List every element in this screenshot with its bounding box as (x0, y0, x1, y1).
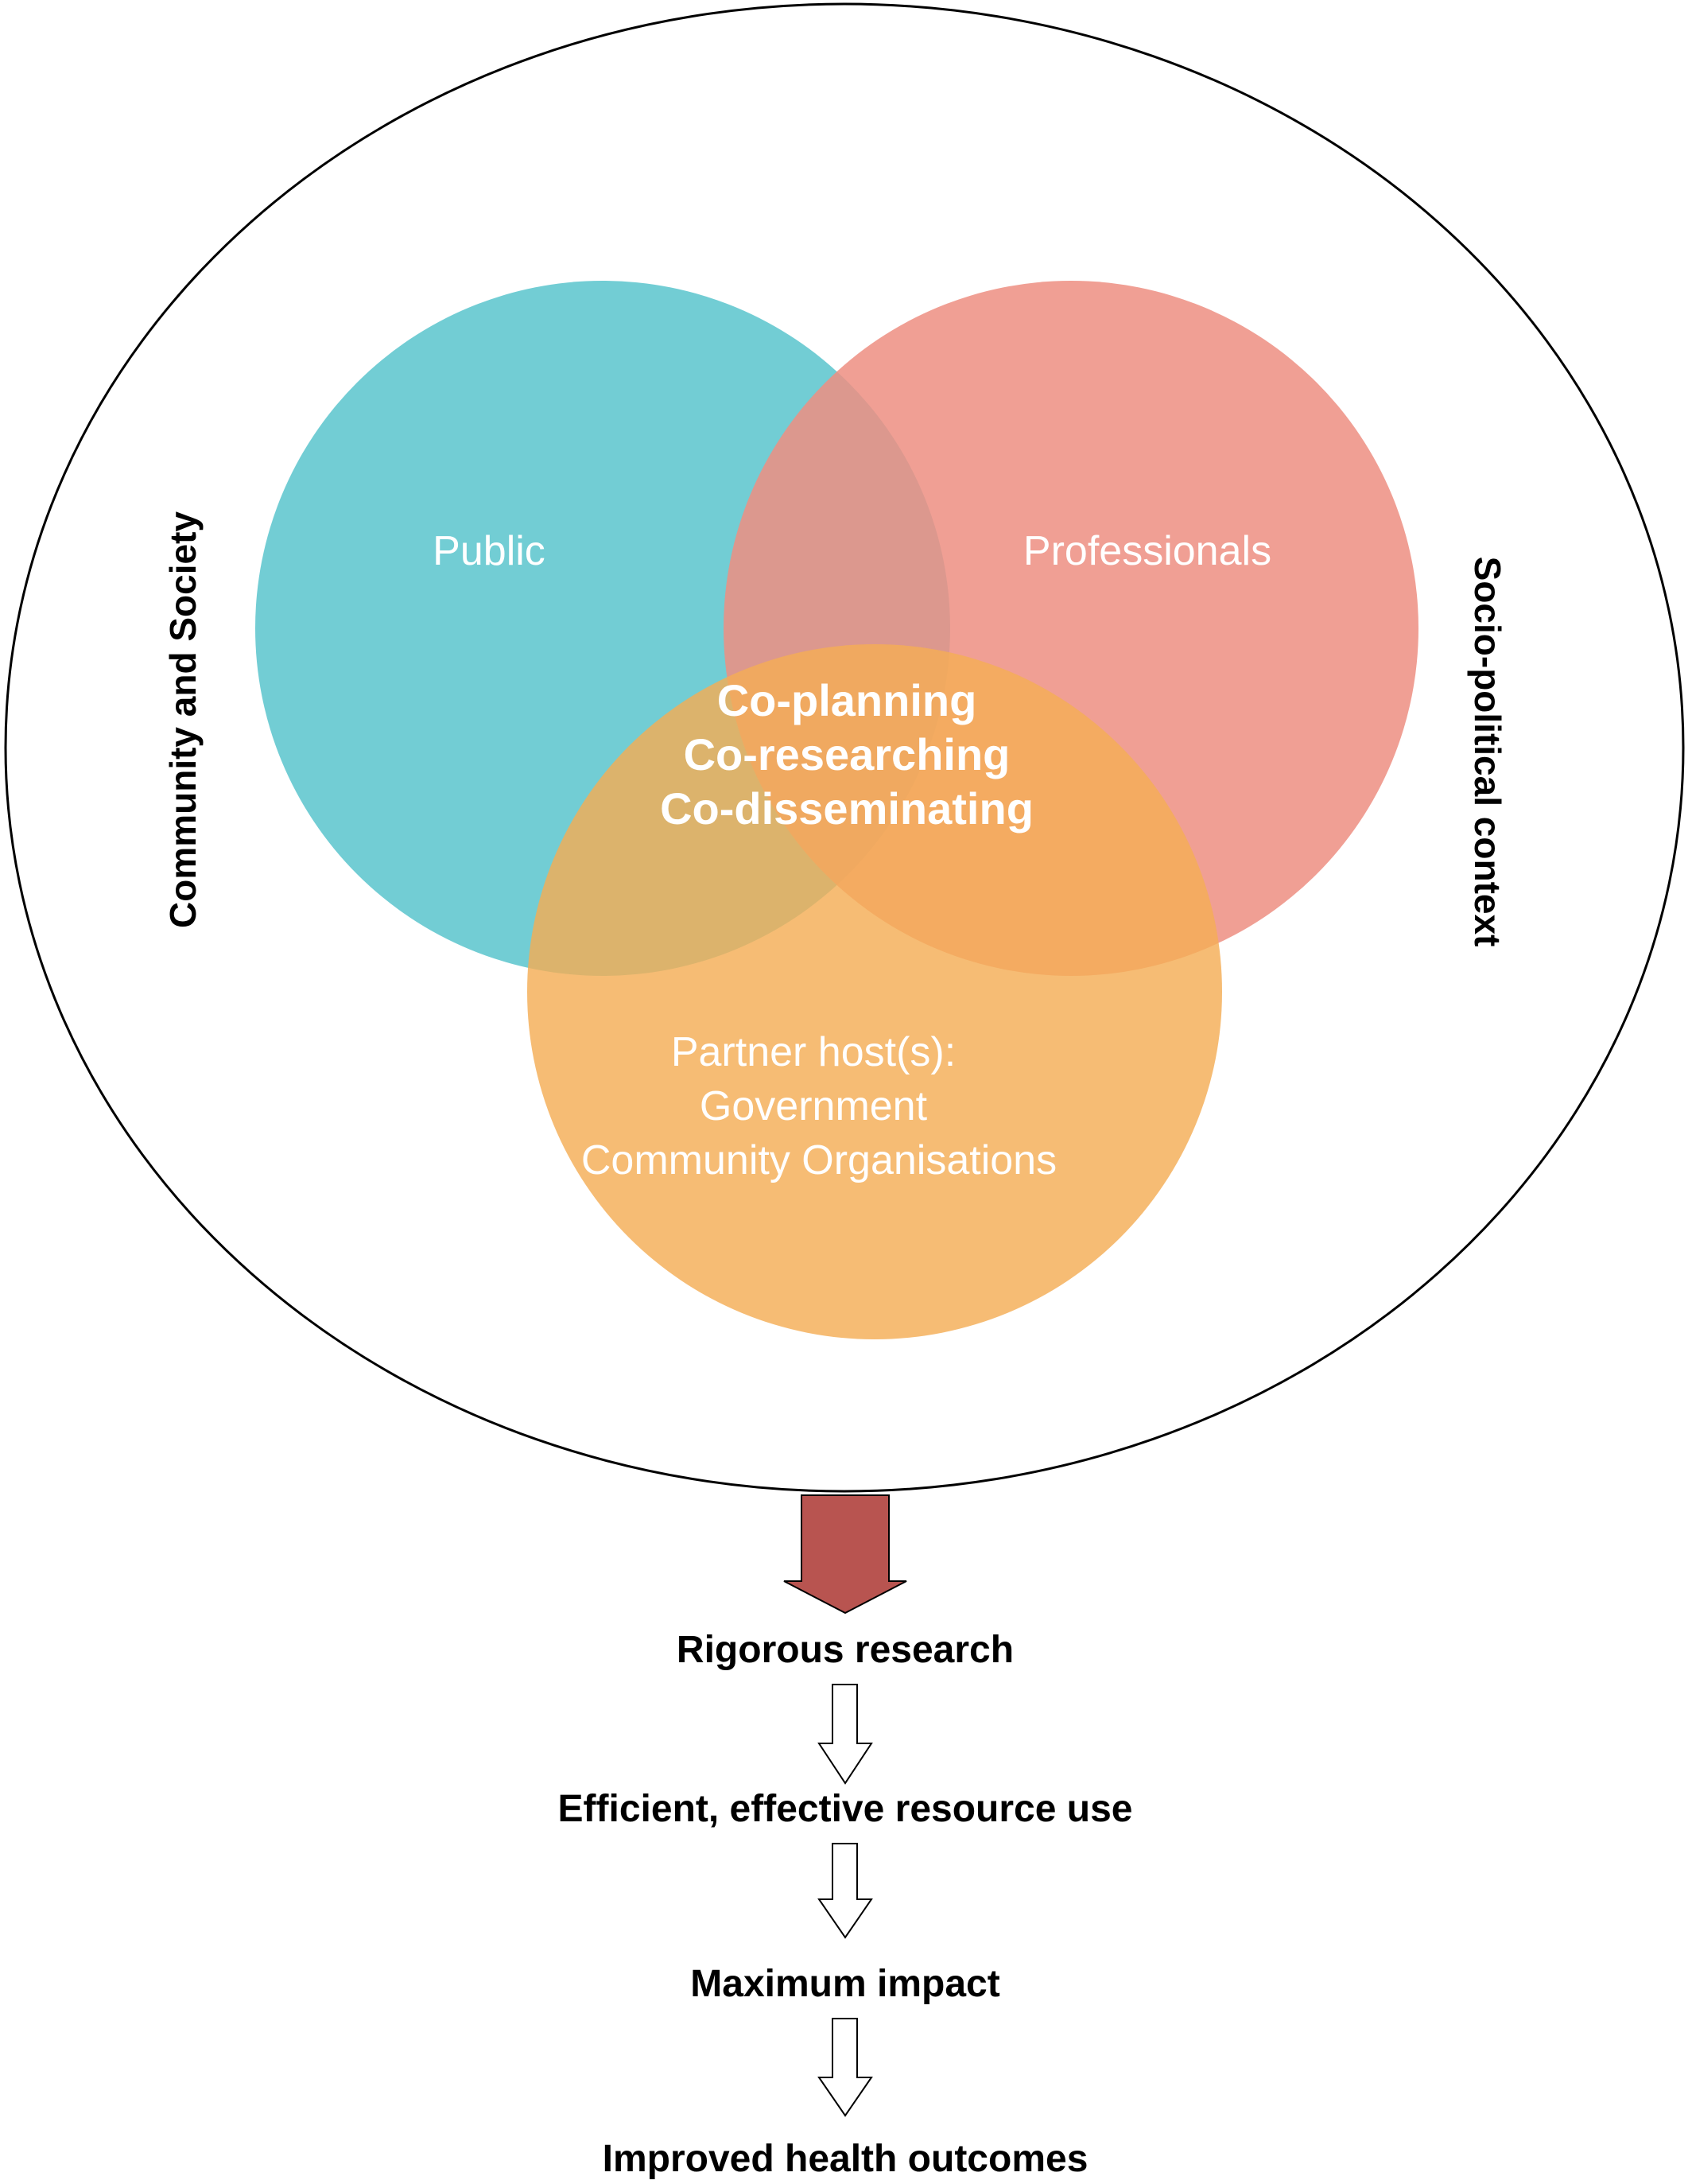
public-label: Public (433, 528, 545, 574)
flow-step-4: Improved health outcomes (603, 2138, 1089, 2180)
partners-circle (527, 644, 1222, 1339)
socio-political-label: Socio-political context (1467, 557, 1508, 947)
partners-label-line-1: Partner host(s): (671, 1029, 956, 1075)
core-label-line-3: Co-disseminating (660, 783, 1034, 834)
core-label-line-2: Co-researching (684, 729, 1011, 779)
flow-arrow-3 (817, 2018, 873, 2117)
flow-arrow-2 (817, 1843, 873, 1939)
flow-step-2: Efficient, effective resource use (558, 1788, 1133, 1830)
core-label-line-1: Co-planning (717, 675, 977, 725)
flow-step-3: Maximum impact (690, 1963, 999, 2005)
main-down-arrow (783, 1494, 907, 1615)
partners-label-line-2: Government (700, 1083, 928, 1129)
flow-arrow-1 (817, 1684, 873, 1785)
flow-step-1: Rigorous research (677, 1629, 1014, 1671)
professionals-label: Professionals (1023, 528, 1271, 574)
partners-label-line-3: Community Organisations (581, 1137, 1057, 1183)
community-society-label: Community and Society (162, 511, 204, 928)
